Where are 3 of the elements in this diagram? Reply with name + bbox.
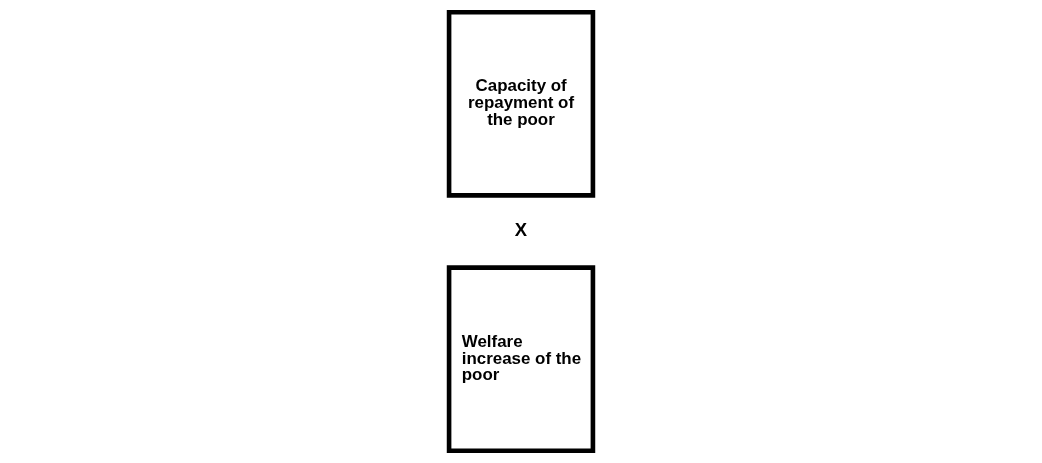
node-box: Capacity of repayment of the poor [446, 9, 596, 198]
label: X [514, 218, 528, 240]
node-box: Welfare increase of the poor [446, 265, 596, 454]
